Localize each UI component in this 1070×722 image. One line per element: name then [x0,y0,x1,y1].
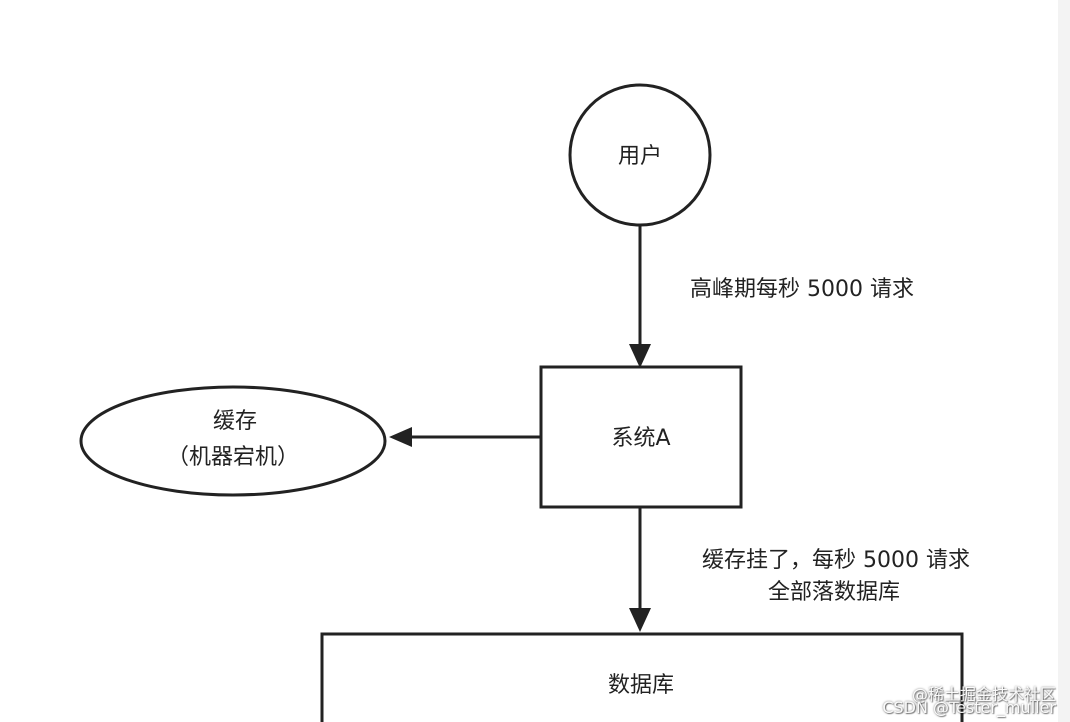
scrollbar-track [1058,0,1070,722]
cache-status-label: （机器宕机） [167,445,299,470]
watermark-juejin: @稀土掘金技术社区 [911,685,1056,704]
cache-node: 缓存 （机器宕机） [79,385,387,497]
user-label: 用户 [618,144,662,169]
edge-label-cache-down: 缓存挂了，每秒 5000 请求 [702,548,970,573]
edge-system-to-database: 缓存挂了，每秒 5000 请求 全部落数据库 [629,507,970,632]
watermark-csdn: CSDN @Tester_muller [882,698,1056,717]
database-box [320,632,964,722]
system-label: 系统A [611,426,670,451]
database-label: 数据库 [608,673,674,698]
cache-label: 缓存 [213,409,257,434]
edge-system-to-cache [389,427,541,447]
arrowhead-down-icon [629,608,651,632]
system-box [539,365,743,509]
user-node: 用户 [568,83,712,227]
system-node: 系统A [539,365,743,509]
edge-label-peak-requests: 高峰期每秒 5000 请求 [690,277,914,302]
user-circle [568,83,712,227]
edge-user-to-system: 高峰期每秒 5000 请求 [629,226,914,368]
arrowhead-down-icon [629,344,651,368]
database-node: 数据库 [320,632,964,722]
arrowhead-left-icon [389,427,412,447]
cache-ellipse [79,385,387,497]
edge-label-all-to-db: 全部落数据库 [768,580,900,605]
